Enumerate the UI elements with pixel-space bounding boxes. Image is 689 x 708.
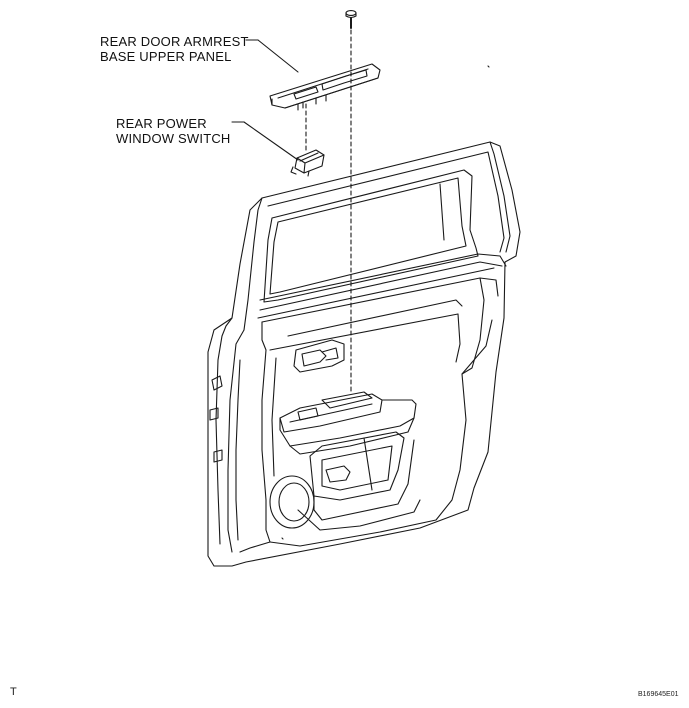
window-switch-label-line1: REAR POWER (116, 116, 207, 131)
door-window-opening (263, 169, 479, 303)
armrest-panel-leader-line (245, 39, 299, 73)
window-switch-label-line2: WINDOW SWITCH (116, 131, 231, 146)
door-trim-lower-edge (239, 319, 493, 553)
door-outer-frame (207, 141, 521, 567)
armrest-panel-label-line2: BASE UPPER PANEL (100, 49, 232, 64)
inside-door-handle (293, 339, 345, 373)
corner-mark: T (10, 686, 17, 698)
door-armrest (279, 391, 417, 455)
screw-icon (345, 10, 357, 29)
figure-code: B169645E01 (638, 691, 679, 698)
door-trim-panel (261, 277, 499, 375)
armrest-upper-panel-part (269, 63, 381, 111)
window-switch-part (290, 149, 325, 177)
door-belt-line (257, 253, 507, 319)
door-speaker-grille (269, 475, 315, 529)
window-switch-leader-line (231, 121, 299, 161)
door-hinge-edge (209, 317, 245, 553)
door-map-pocket (297, 431, 421, 531)
armrest-panel-label-line1: REAR DOOR ARMREST (100, 34, 249, 49)
drawing-marks (281, 65, 490, 540)
